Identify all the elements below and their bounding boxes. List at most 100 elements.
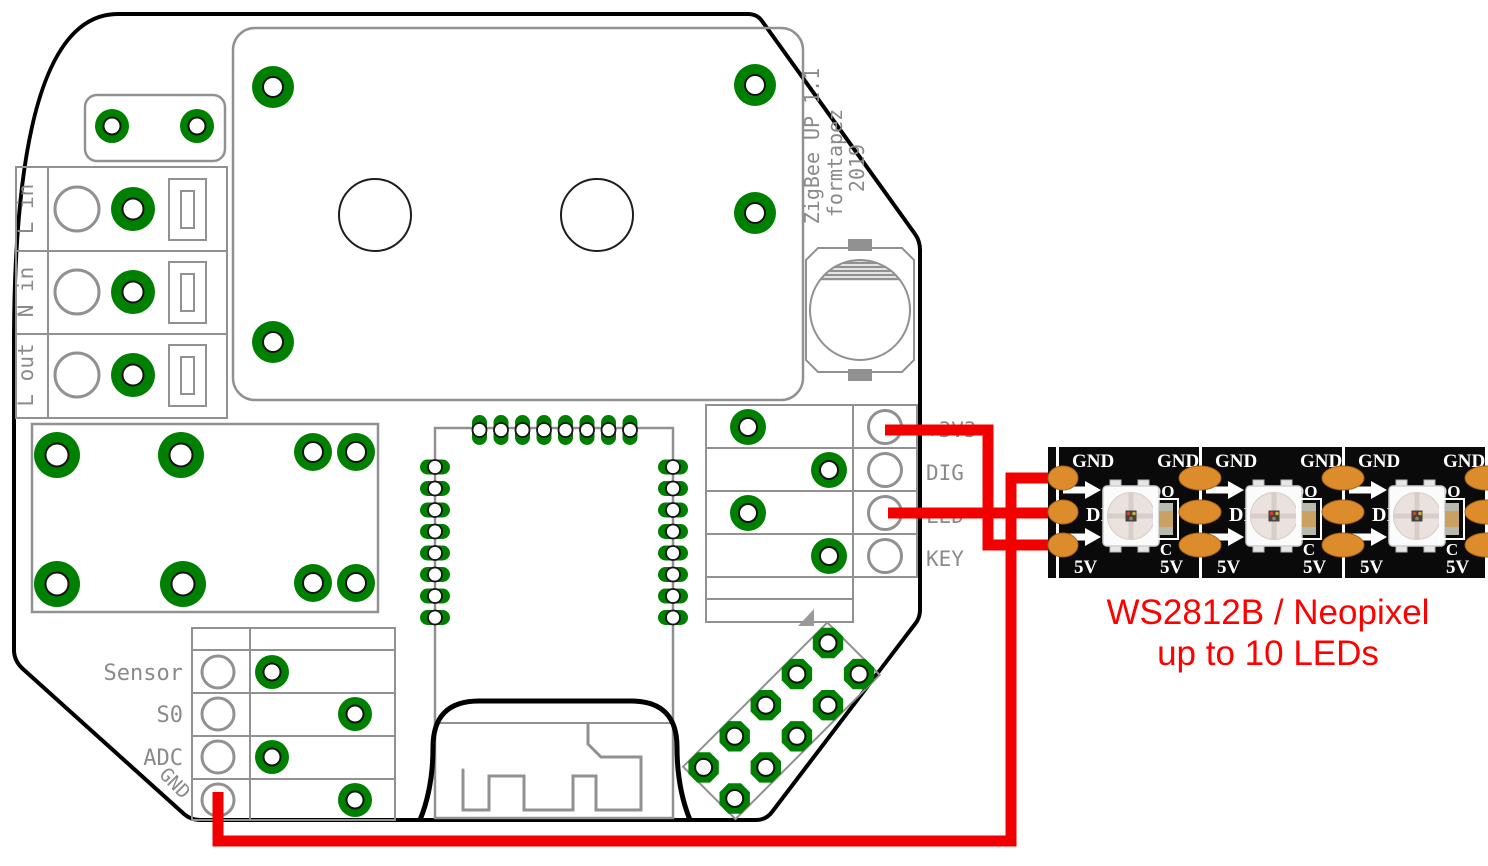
through-hole xyxy=(200,739,236,775)
capacitor-terminal xyxy=(1159,503,1173,511)
pad-hole xyxy=(471,422,488,438)
strip-label-gnd-left: GND xyxy=(1215,451,1257,472)
strip-solder-pad xyxy=(1047,465,1079,491)
led-die-dot-red xyxy=(1126,511,1131,516)
data-flow-arrow-icon xyxy=(1349,481,1387,499)
wires xyxy=(212,424,1052,847)
power-module-outline xyxy=(30,422,380,614)
pad-hole xyxy=(168,442,194,468)
pad-hole xyxy=(427,523,443,540)
pcb-board: L in N in L out ZigBee UP 1.1 formtapez … xyxy=(12,12,977,822)
pad-hole xyxy=(187,116,207,136)
pad-hole xyxy=(121,280,145,304)
capacitor-tab-top xyxy=(848,239,872,251)
strip-solder-pad xyxy=(1464,499,1488,525)
pin-label-sensor: Sensor xyxy=(104,661,183,686)
pad-hole xyxy=(819,546,839,566)
pad-hole xyxy=(725,726,745,746)
pad-hole xyxy=(262,747,282,767)
relay-hole-left xyxy=(338,178,412,252)
pad-hole xyxy=(738,503,758,523)
footprint-cell xyxy=(249,778,396,821)
pad-hole xyxy=(819,460,839,480)
through-hole xyxy=(53,351,101,399)
wire-3v3-to-5v xyxy=(885,424,1052,551)
footprint-cell xyxy=(180,356,195,395)
signal-pin-labels: +3V3 DIG LED KEY xyxy=(926,418,977,571)
capacitor-silk-bracket xyxy=(1296,498,1322,540)
pad-hole xyxy=(121,363,145,387)
strip-label-5v-right: 5V xyxy=(1160,557,1184,578)
pad-hole xyxy=(622,422,638,438)
pad-hole xyxy=(849,664,869,684)
pad-hole xyxy=(787,726,807,746)
pad-hole xyxy=(262,76,284,98)
pad-hole xyxy=(427,588,443,604)
pad-hole xyxy=(427,459,443,475)
footprint-cell xyxy=(180,190,195,229)
wire-gnd-to-gnd xyxy=(212,472,1052,847)
pad-hole xyxy=(514,422,531,438)
through-hole xyxy=(53,268,101,316)
terminal-label-l-in: L in xyxy=(14,184,38,235)
pad-hole xyxy=(102,116,122,136)
caption-line1: WS2812B / Neopixel xyxy=(1106,593,1430,632)
silkscreen-title-line3: 2019 xyxy=(845,144,869,192)
pad-hole xyxy=(818,633,838,653)
capacitor-terminal xyxy=(1302,527,1316,535)
pad-hole xyxy=(744,74,766,96)
pad-hole xyxy=(665,566,681,583)
pad-hole xyxy=(44,442,70,468)
led-die-dot-red xyxy=(1269,511,1274,516)
capacitor-polarity-hatch xyxy=(821,261,899,281)
pad-hole xyxy=(121,197,145,221)
pad-hole xyxy=(756,695,776,715)
through-hole xyxy=(867,538,903,574)
pad-hole xyxy=(170,571,196,597)
programming-header xyxy=(681,609,882,821)
pad-hole xyxy=(427,566,443,583)
strip-solder-pad xyxy=(1047,532,1079,558)
relay-footprint xyxy=(231,26,805,402)
data-flow-arrow-icon xyxy=(1349,528,1387,546)
relay-hole-right xyxy=(560,178,634,252)
caption-line2: up to 10 LEDs xyxy=(1157,634,1379,673)
strip-solder-pad xyxy=(1178,532,1222,558)
pin-label-key: KEY xyxy=(926,547,964,571)
data-flow-arrow-icon xyxy=(1206,481,1244,499)
terminal-label-n-in: N in xyxy=(14,267,38,318)
pin1-marker-icon xyxy=(798,609,814,626)
pad-hole xyxy=(427,502,443,518)
led-die-dot xyxy=(1272,516,1276,521)
pad-hole xyxy=(756,757,776,777)
pcb-antenna-trace xyxy=(461,722,643,812)
through-holes xyxy=(53,185,903,818)
pad-hole xyxy=(600,422,617,438)
pad-hole xyxy=(665,545,681,561)
led-die-dot-gold xyxy=(1132,511,1136,516)
strip-label-5v-right: 5V xyxy=(1303,557,1327,578)
footprint-cell xyxy=(168,178,207,241)
led-die-dot xyxy=(1129,516,1133,521)
through-hole xyxy=(53,185,101,233)
strip-label-5v-left: 5V xyxy=(1217,557,1241,578)
pad-hole xyxy=(665,523,681,540)
relay-outline xyxy=(231,26,805,402)
strip-label-5v-left: 5V xyxy=(1360,557,1384,578)
strip-solder-pad xyxy=(1321,465,1365,491)
solder-pads xyxy=(34,64,847,817)
pad-hole xyxy=(665,502,681,518)
pad-hole xyxy=(787,664,807,684)
silkscreen-title-line1: ZigBee UP 1.1 xyxy=(800,68,824,225)
pin-label-s0: S0 xyxy=(157,703,184,728)
led-die xyxy=(1411,510,1423,522)
pad-hole xyxy=(665,588,681,604)
capacitor-terminal xyxy=(1159,527,1173,535)
pad-hole xyxy=(665,459,681,475)
strip-caption: WS2812B / Neopixel up to 10 LEDs xyxy=(1048,592,1488,674)
pad-hole xyxy=(665,609,681,626)
footprint-cell xyxy=(705,598,854,623)
capacitor-tab-bottom xyxy=(848,369,872,381)
